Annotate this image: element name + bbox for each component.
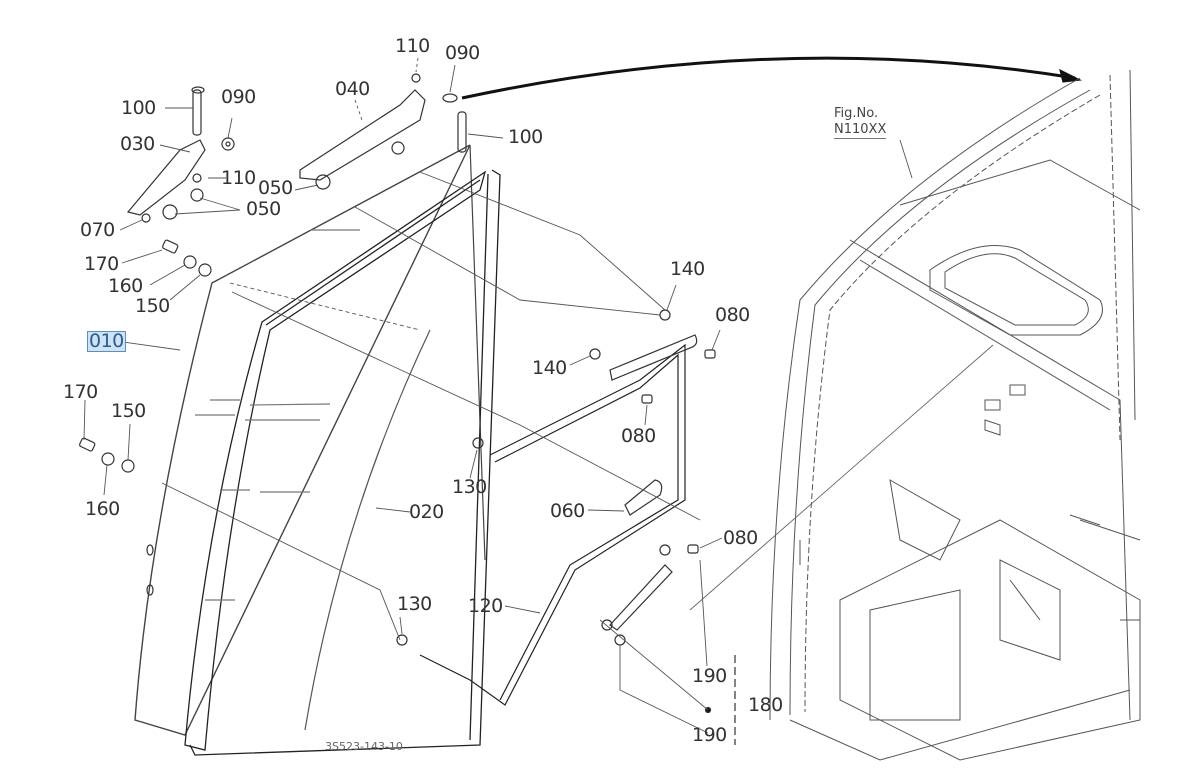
part-label-150[interactable]: 150 xyxy=(111,400,146,422)
part-label-140[interactable]: 140 xyxy=(670,258,705,280)
part-label-130[interactable]: 130 xyxy=(397,593,432,615)
part-label-130[interactable]: 130 xyxy=(452,476,487,498)
part-label-140[interactable]: 140 xyxy=(532,357,567,379)
part-label-190[interactable]: 190 xyxy=(692,665,727,687)
bolt-set-upper xyxy=(162,240,211,276)
part-label-090[interactable]: 090 xyxy=(445,42,480,64)
part-label-010-selected[interactable]: 010 xyxy=(87,330,126,352)
part-label-100[interactable]: 100 xyxy=(121,97,156,119)
drawing-code: 3S523-143-10 xyxy=(325,740,403,753)
hinge-040 xyxy=(300,74,466,189)
part-label-190[interactable]: 190 xyxy=(692,724,727,746)
part-label-020[interactable]: 020 xyxy=(409,501,444,523)
part-label-080[interactable]: 080 xyxy=(621,425,656,447)
bolt-set-lower xyxy=(79,438,134,472)
figure-number[interactable]: N110XX xyxy=(834,122,887,139)
seal-frame-020 xyxy=(185,170,500,755)
part-label-080[interactable]: 080 xyxy=(723,527,758,549)
part-label-180[interactable]: 180 xyxy=(748,694,783,716)
part-label-030[interactable]: 030 xyxy=(120,133,155,155)
part-label-090[interactable]: 090 xyxy=(221,86,256,108)
part-label-080[interactable]: 080 xyxy=(715,304,750,326)
figure-caption: Fig.No. xyxy=(834,106,879,121)
stay-rod-120 xyxy=(420,345,685,705)
part-label-160[interactable]: 160 xyxy=(108,275,143,297)
part-label-120[interactable]: 120 xyxy=(468,595,503,617)
part-label-110[interactable]: 110 xyxy=(221,167,256,189)
fig-leader xyxy=(900,140,912,178)
part-label-170[interactable]: 170 xyxy=(84,253,119,275)
figure-reference: Fig.No. N110XX xyxy=(834,106,887,139)
part-label-070[interactable]: 070 xyxy=(80,219,115,241)
cab-frame xyxy=(770,70,1140,760)
part-label-050[interactable]: 050 xyxy=(258,177,293,199)
bracket-plate xyxy=(610,335,697,380)
glass-panel-010 xyxy=(135,145,470,735)
part-label-040[interactable]: 040 xyxy=(335,78,370,100)
part-label-150[interactable]: 150 xyxy=(135,295,170,317)
part-label-160[interactable]: 160 xyxy=(85,498,120,520)
plate-060 xyxy=(625,480,662,515)
assembly-arrow-head xyxy=(1060,70,1080,82)
assembly-arrow xyxy=(462,58,1075,98)
gas-strut-180 xyxy=(602,545,711,713)
part-label-100[interactable]: 100 xyxy=(508,126,543,148)
part-label-170[interactable]: 170 xyxy=(63,381,98,403)
part-label-060[interactable]: 060 xyxy=(550,500,585,522)
part-label-050[interactable]: 050 xyxy=(246,198,281,220)
part-label-110[interactable]: 110 xyxy=(395,35,430,57)
